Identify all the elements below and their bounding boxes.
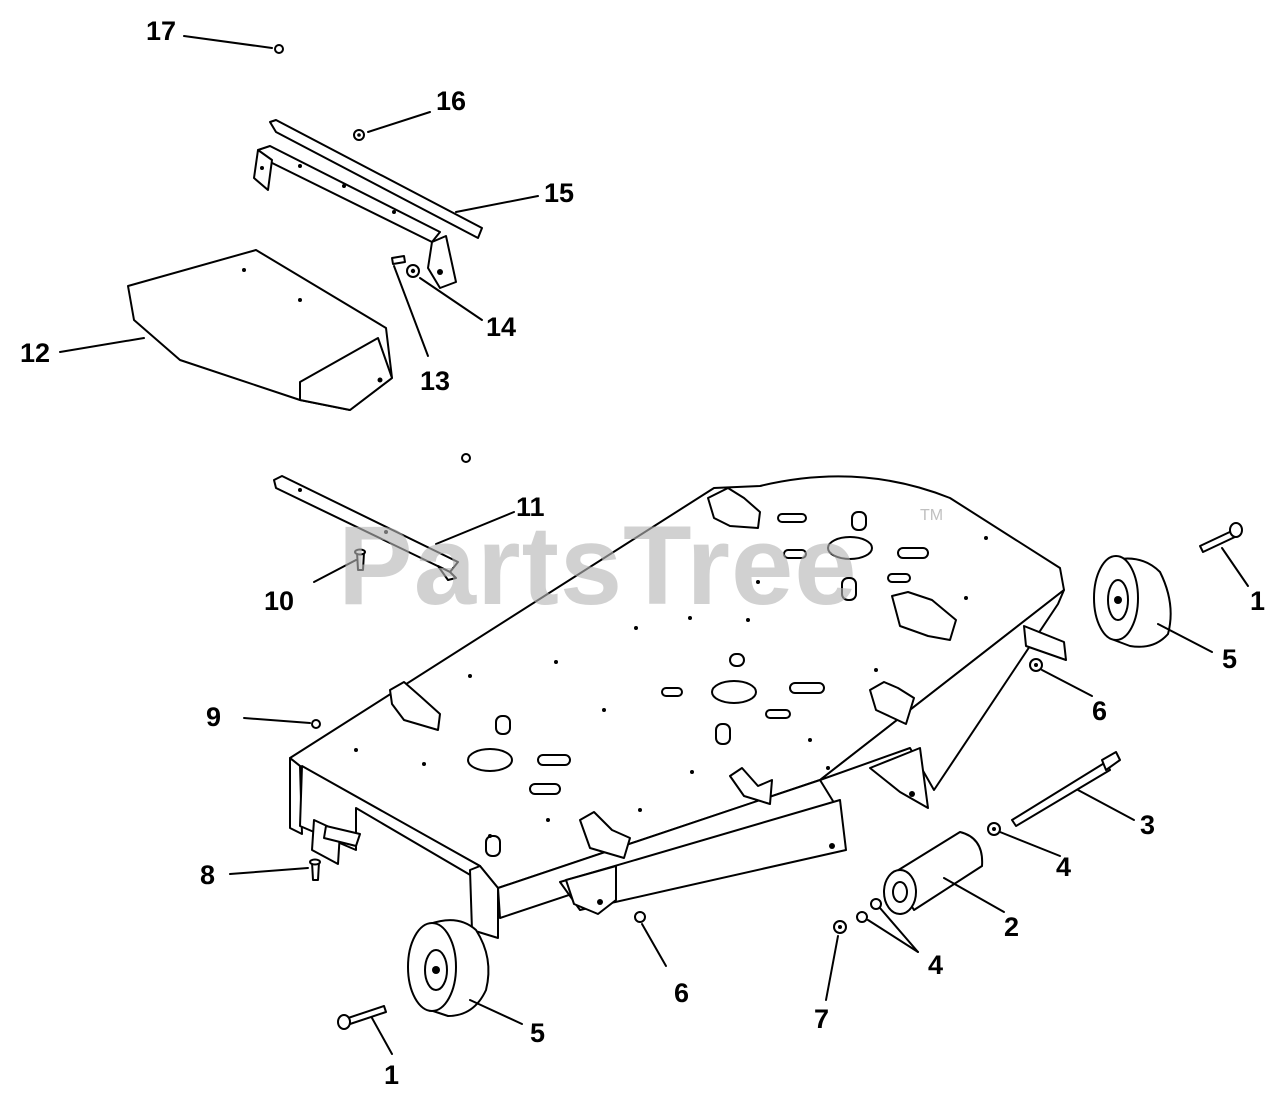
- callout-13: 13: [420, 366, 450, 396]
- callout-4-lower: 4: [928, 950, 943, 980]
- nut-loose: [461, 453, 471, 463]
- leader-lines: [59, 35, 1249, 1055]
- part-1-bolt-right: [1199, 522, 1243, 553]
- callout-2: 2: [1004, 912, 1019, 942]
- callout-17: 17: [146, 16, 176, 46]
- watermark-text: PartsTree: [338, 503, 858, 628]
- part-17-nut: [274, 44, 284, 54]
- part-5-wheel-right: [1093, 555, 1172, 648]
- watermark: PartsTree TM: [338, 503, 943, 628]
- callout-7: 7: [814, 1004, 829, 1034]
- part-4-washer-lower-b: [870, 898, 882, 910]
- callout-5-left: 5: [530, 1018, 545, 1048]
- part-16-nut: [353, 129, 365, 141]
- part-5-wheel-left: [407, 919, 490, 1017]
- part-7-nut: [833, 920, 847, 934]
- callout-4-upper: 4: [1056, 852, 1071, 882]
- part-mower-deck: [289, 475, 1065, 939]
- callout-14: 14: [486, 312, 516, 342]
- part-6-nut-front: [634, 911, 646, 923]
- part-15-bracket: [253, 119, 483, 289]
- part-4-washer-lower-a: [856, 911, 868, 923]
- callout-10: 10: [264, 586, 294, 616]
- callout-15: 15: [544, 178, 574, 208]
- part-10-bolt: [354, 548, 366, 571]
- part-2-roller: [883, 831, 984, 915]
- wheel-mount-plate-right: [1023, 625, 1067, 661]
- part-12-deflector: [127, 249, 393, 411]
- callout-labels: 17 16 15 14 13 12 11 10 9 8 7 6 6 5 5 4 …: [20, 16, 1265, 1090]
- callout-5-right: 5: [1222, 644, 1237, 674]
- callout-1-right: 1: [1250, 586, 1265, 616]
- callout-9: 9: [206, 702, 221, 732]
- callout-3: 3: [1140, 810, 1155, 840]
- part-1-bolt-left: [337, 1005, 387, 1030]
- callout-11: 11: [516, 492, 545, 522]
- watermark-trademark: TM: [920, 507, 943, 524]
- callout-12: 12: [20, 338, 50, 368]
- part-9-nut: [311, 719, 321, 729]
- part-13-pin: [391, 255, 406, 265]
- part-3-bolt: [1011, 751, 1121, 827]
- part-4-washer-upper: [987, 822, 1001, 836]
- callout-16: 16: [436, 86, 466, 116]
- part-8-bolt: [309, 858, 321, 881]
- callout-6-right: 6: [1092, 696, 1107, 726]
- callout-8: 8: [200, 860, 215, 890]
- part-11-bracket: [273, 475, 459, 581]
- part-6-nut-right: [1029, 658, 1043, 672]
- callout-6-front: 6: [674, 978, 689, 1008]
- part-14-washer: [406, 264, 420, 278]
- callout-1-left: 1: [384, 1060, 399, 1090]
